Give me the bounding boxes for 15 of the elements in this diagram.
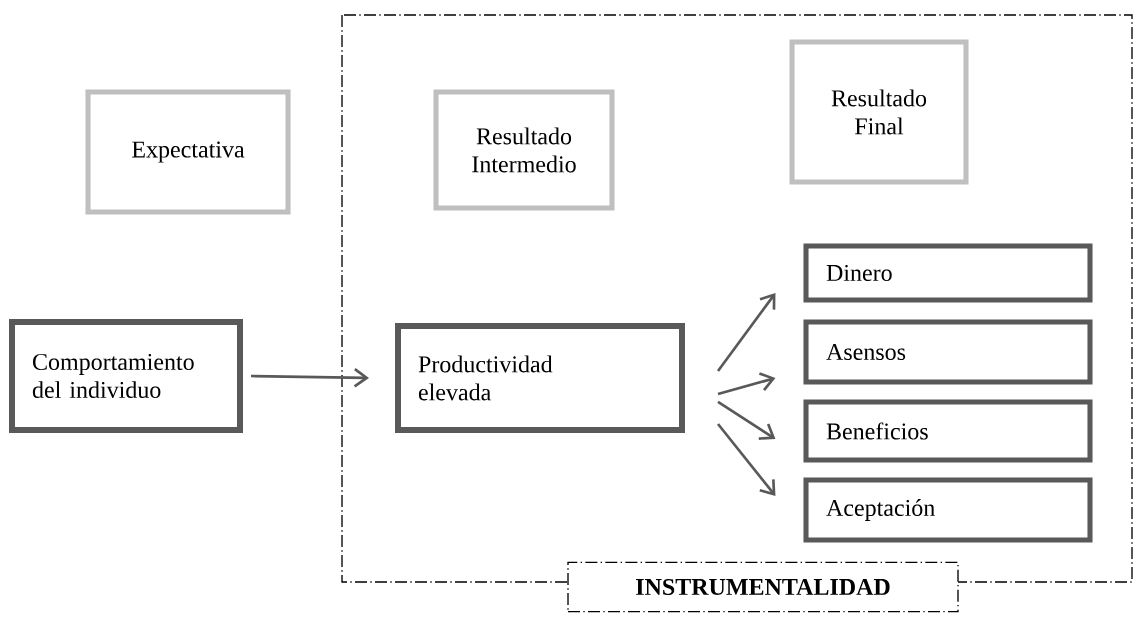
outcome-box: Asensos [803,319,1093,385]
outcome-box: Dinero [803,243,1093,303]
heading-box: Expectativa [85,89,291,215]
group-label: INSTRUMENTALIDAD [567,561,959,613]
arrow [717,400,776,440]
outcome-box: Aceptación [803,477,1093,543]
process-box: Productividad elevada [395,323,685,433]
arrow [717,372,776,396]
arrow [716,423,776,496]
arrow [716,293,776,372]
heading-box: Resultado Intermedio [433,89,615,211]
arrow [251,368,369,388]
heading-box: Resultado Final [789,39,969,185]
process-box: Comportamiento del individuo [9,319,243,433]
outcome-box: Beneficios [803,399,1093,463]
